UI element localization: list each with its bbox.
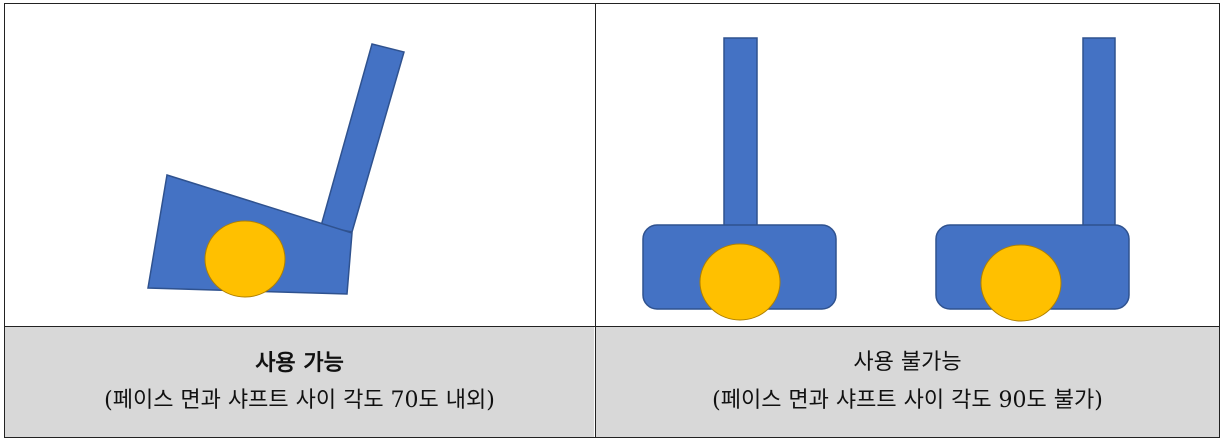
left-figure-cell (5, 4, 594, 326)
club-shaft (723, 37, 758, 234)
straight-putter-1 (642, 37, 837, 321)
right-figure-cell (596, 4, 1219, 326)
border-middle (4, 326, 1220, 327)
unusable-club-drawing (642, 37, 1130, 322)
golf-ball (699, 243, 781, 321)
right-caption-title: 사용 불가능 (853, 350, 962, 375)
right-caption-cell: 사용 불가능 (페이스 면과 샤프트 사이 각도 90도 불가) (596, 327, 1219, 437)
border-center (595, 3, 596, 438)
left-caption-title: 사용 가능 (255, 350, 344, 376)
straight-putter-2 (935, 37, 1130, 322)
usable-club-drawing (147, 43, 405, 298)
golf-ball (980, 244, 1062, 322)
right-caption-subtitle: (페이스 면과 샤프트 사이 각도 90도 불가) (712, 388, 1103, 413)
border-left (4, 3, 5, 438)
club-shaft (1082, 37, 1116, 234)
border-right (1219, 3, 1220, 438)
club-shaft (320, 43, 405, 233)
border-bottom (4, 437, 1220, 438)
left-caption-cell: 사용 가능 (페이스 면과 샤프트 사이 각도 70도 내외) (5, 327, 594, 437)
border-top (4, 3, 1220, 4)
left-caption-subtitle: (페이스 면과 샤프트 사이 각도 70도 내외) (104, 388, 495, 413)
golf-ball (204, 220, 286, 298)
angled-putter (147, 43, 405, 298)
